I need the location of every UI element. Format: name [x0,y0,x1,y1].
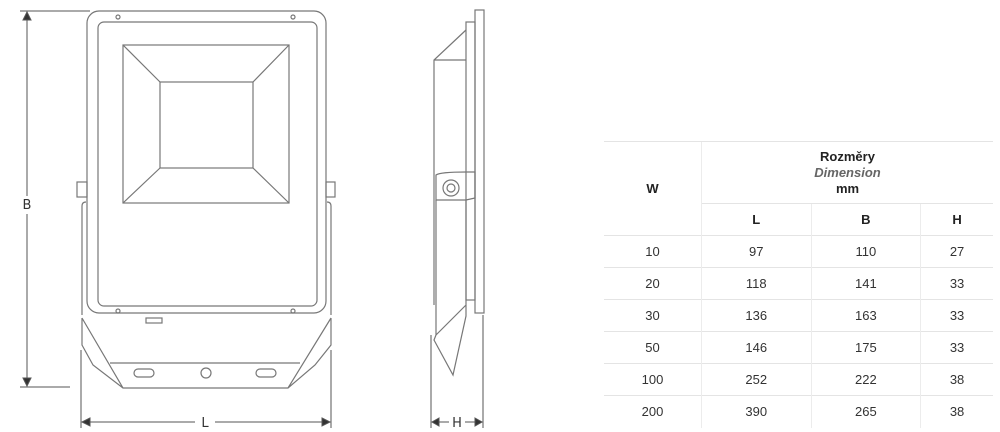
l-extension-lines [80,350,332,428]
cell-l: 252 [701,363,812,396]
cell-h: 33 [920,267,993,300]
header-en: Dimension [814,164,881,180]
cell-l: 146 [701,331,812,364]
housing-outer [86,10,327,314]
hinge-block [435,171,476,201]
hinge-screw-inner [446,183,456,193]
bracket-tab-right [325,181,336,198]
cell-h: 27 [920,235,993,268]
bracket-base [81,317,332,389]
mount-slot-right [255,368,277,378]
dim-label-h: H [452,416,462,431]
led-window-inner [159,81,254,169]
cell-h: 33 [920,299,993,332]
screw-holes [115,14,296,314]
header-w: W [604,141,702,236]
led-window-outer [122,44,290,204]
header-unit: mm [835,180,860,196]
dim-label-b: B [23,198,32,213]
dimensions [20,10,484,428]
h-extension-lines [430,315,484,428]
b-extension-lines [20,10,90,388]
cell-b: 175 [810,331,921,364]
cell-w: 10 [604,235,702,268]
bracket-arms [81,201,332,315]
header-cz: Rozměry [820,148,875,164]
header-b: B [810,203,921,236]
cell-b: 265 [810,395,921,428]
hinge-screw [442,179,460,197]
l-arrows [80,417,332,427]
side-front-plate [474,9,485,314]
cell-b: 141 [810,267,921,300]
side-view [433,9,485,377]
cell-l: 136 [701,299,812,332]
cell-w: 100 [604,363,702,396]
bracket-tab-left [76,181,88,198]
front-view [76,10,336,389]
dim-label-l: L [201,416,209,431]
header-dimension-group: Rozměry Dimension mm [701,141,993,204]
side-heatsink [433,29,467,305]
cell-l: 97 [701,235,812,268]
technical-drawing: B L H [20,9,485,431]
mount-slot-left [133,368,155,378]
side-body [465,21,476,301]
cell-b: 110 [810,235,921,268]
header-h: H [920,203,993,236]
cell-h: 33 [920,331,993,364]
h-arrows [430,417,484,427]
cell-w: 20 [604,267,702,300]
window-bevel [122,44,290,204]
cell-w: 50 [604,331,702,364]
mount-hole-center [200,367,212,379]
cable-gland [145,317,163,324]
b-arrows [22,10,32,388]
header-l: L [701,203,812,236]
cell-h: 38 [920,395,993,428]
housing-inner [97,21,318,307]
cell-l: 118 [701,267,812,300]
cell-l: 390 [701,395,812,428]
cell-b: 222 [810,363,921,396]
cell-h: 38 [920,363,993,396]
cell-b: 163 [810,299,921,332]
side-bracket [433,200,467,377]
cell-w: 200 [604,395,702,428]
cell-w: 30 [604,299,702,332]
